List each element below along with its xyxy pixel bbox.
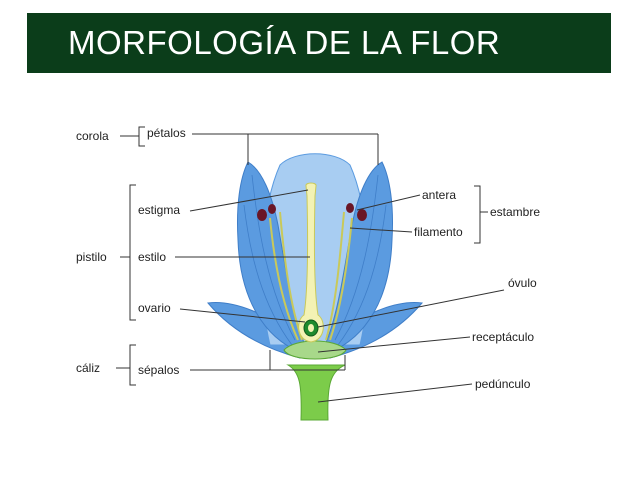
right-brackets — [474, 185, 488, 244]
label-receptaculo: receptáculo — [472, 330, 534, 344]
label-ovario: ovario — [138, 301, 171, 315]
peduncle-shape — [286, 364, 346, 421]
left-leader-lines — [175, 133, 379, 371]
anthers — [257, 203, 367, 221]
label-petalos: pétalos — [147, 126, 186, 140]
label-ovulo: óvulo — [508, 276, 537, 290]
left-brackets — [116, 126, 145, 386]
filaments — [269, 211, 353, 341]
label-sepalos: sépalos — [138, 363, 179, 377]
title-bar: MORFOLOGÍA DE LA FLOR — [27, 13, 611, 73]
receptacle-shape — [283, 340, 347, 360]
petal-right-shape — [324, 161, 393, 353]
label-estilo: estilo — [138, 250, 166, 264]
label-filamento: filamento — [414, 225, 463, 239]
label-pistilo: pistilo — [76, 250, 107, 264]
ovule-inner — [308, 324, 314, 332]
right-leader-lines — [317, 194, 505, 403]
pistil-shape — [298, 182, 324, 343]
label-antera: antera — [422, 188, 456, 202]
label-pedunculo: pedúnculo — [475, 377, 531, 391]
label-estambre: estambre — [490, 205, 540, 219]
label-estigma: estigma — [138, 203, 180, 217]
page-title: MORFOLOGÍA DE LA FLOR — [68, 24, 501, 61]
label-caliz: cáliz — [76, 361, 100, 375]
label-corola: corola — [76, 129, 109, 143]
